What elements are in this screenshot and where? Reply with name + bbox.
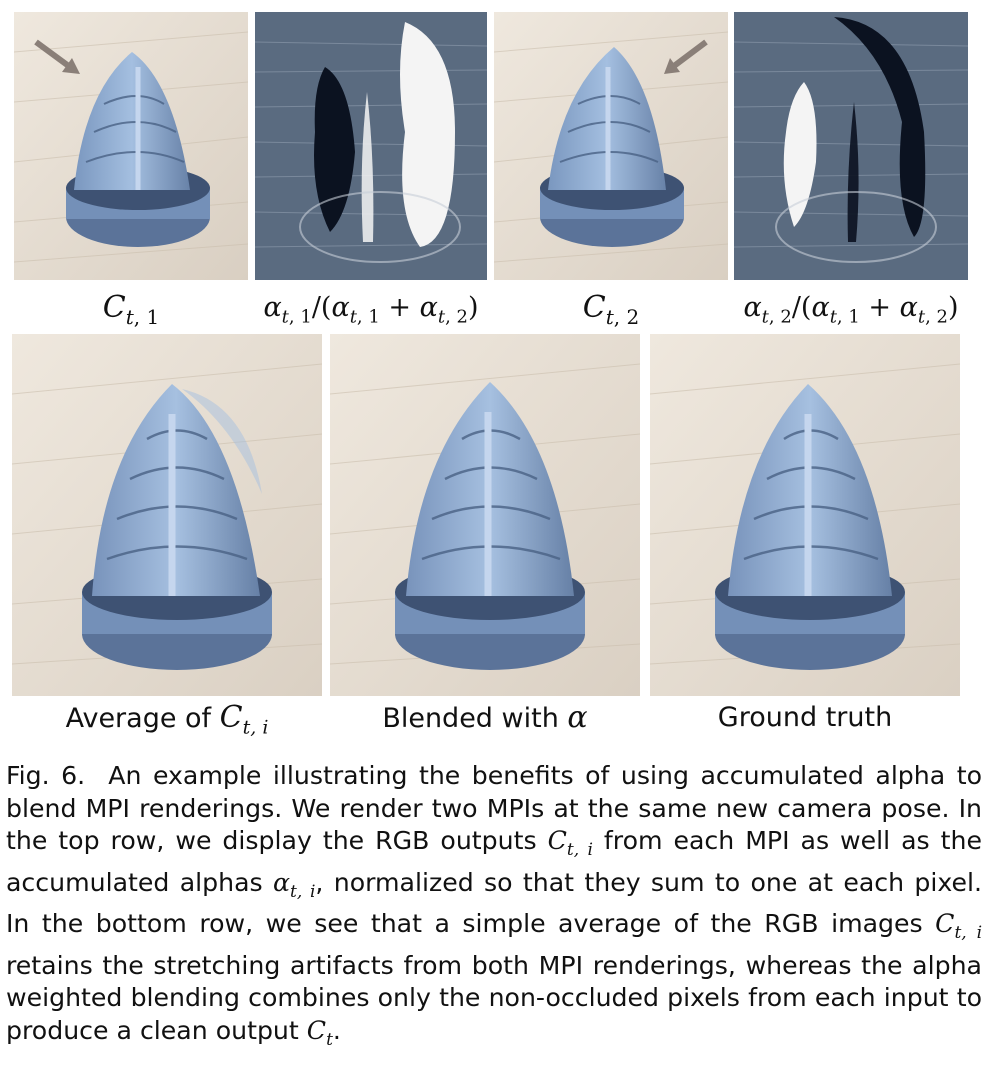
rgb-render-image [330,334,640,696]
figure-label: Fig. 6. [6,761,86,790]
caption-average: Average of Ct, i [65,700,269,739]
panel-c-t2 [494,12,728,280]
arrow-icon [62,58,80,74]
panel-c-t1 [14,12,248,280]
figure-caption: Fig. 6. An example illustrating the bene… [6,761,983,1050]
caption-ground-truth: Ground truth [717,702,893,733]
caption-c-t2: Ct, 2 [582,290,640,329]
caption-blended: Blended with α [382,700,588,735]
caption-c-t1: Ct, 1 [102,290,160,329]
rgb-render-image [12,334,322,696]
rgb-render-image [494,12,728,280]
caption-alpha-t1: αt, 1/(αt, 1 + αt, 2) [263,292,479,328]
panel-alpha-t2 [734,12,968,280]
rgb-render-image [650,334,960,696]
panel-ground-truth [650,334,960,696]
panel-alpha-t1 [255,12,487,280]
arrow-icon [664,58,680,74]
rgb-render-image [14,12,248,280]
caption-alpha-t2: αt, 2/(αt, 1 + αt, 2) [743,292,959,328]
alpha-map-image [734,12,968,280]
alpha-map-image [255,12,487,280]
panel-blended [330,334,640,696]
panel-average [12,334,322,696]
